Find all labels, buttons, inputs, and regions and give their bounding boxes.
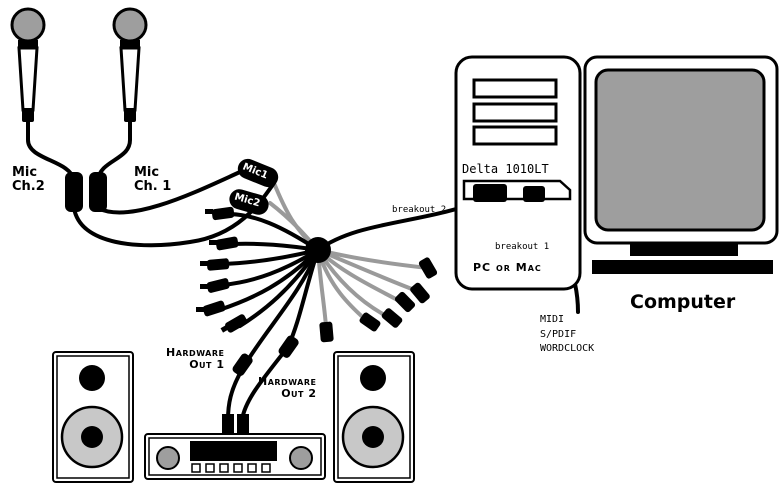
speaker-right — [333, 351, 415, 483]
hardware-out2-label: Hardware Out 2 — [258, 375, 317, 400]
mic-plugs — [229, 158, 279, 215]
rca-plugs-right — [319, 257, 438, 343]
xlr-connectors — [65, 172, 107, 212]
pc-or-mac-label: PC or Mac — [473, 261, 542, 274]
hardware-out1-label: Hardware Out 1 — [166, 346, 225, 371]
pc-tower — [454, 55, 582, 291]
breakout-hub — [305, 237, 331, 263]
card-label: Delta 1010LT — [462, 162, 549, 176]
rca-plugs-left — [196, 206, 299, 376]
amplifier — [144, 414, 326, 480]
speaker-left — [52, 351, 134, 483]
mic-ch1-label: Mic Ch. 1 — [134, 165, 172, 194]
midi-spdif-wordclock-label: MIDI S/PDIF WORDCLOCK — [540, 314, 595, 354]
breakout1-label: breakout 1 — [495, 242, 550, 252]
monitor — [583, 55, 779, 274]
breakout2-label: breakout 2 — [392, 205, 447, 215]
computer-label: Computer — [630, 291, 736, 313]
microphone-ch1 — [112, 7, 148, 122]
microphone-ch2 — [10, 7, 46, 122]
mic-ch2-label: Mic Ch.2 — [12, 165, 45, 194]
